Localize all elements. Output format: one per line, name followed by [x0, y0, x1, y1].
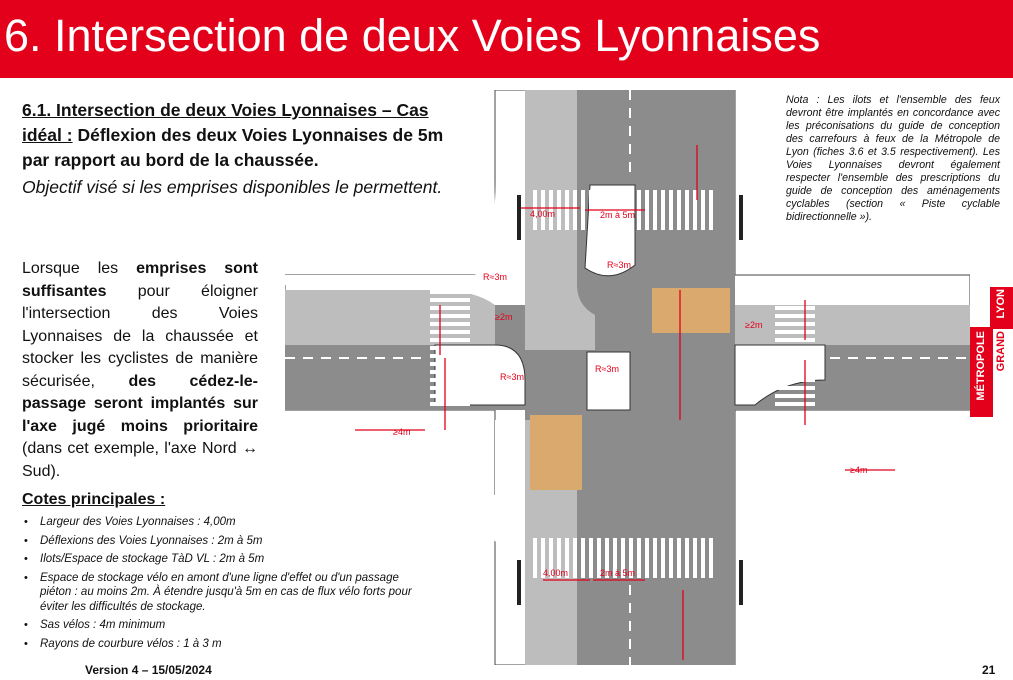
- dim-label-ge2-west: ≥2m: [495, 312, 512, 322]
- dim-label-ne-ge4: ≥4m: [393, 427, 410, 437]
- crosswalk-west: [430, 285, 470, 410]
- para-text-1: Lorsque les: [22, 260, 119, 277]
- traffic-signal: [739, 560, 743, 605]
- section-heading-underlined: 6.1. Intersection de deux Voies Lyonnais…: [22, 100, 429, 145]
- traffic-signal: [517, 195, 521, 240]
- list-item: Largeur des Voies Lyonnaises : 4,00m: [22, 515, 422, 530]
- title-bar: 6. Intersection de deux Voies Lyonnaises: [0, 0, 1013, 78]
- dim-label-north-2a5: 2m à 5m: [600, 210, 635, 220]
- section-objective: Objectif visé si les emprises disponible…: [22, 177, 443, 197]
- traffic-signal: [739, 195, 743, 240]
- dim-label-south-400: 4,00m: [543, 568, 568, 578]
- list-item: Ilots/Espace de stockage TàD VL : 2m à 5…: [22, 552, 422, 567]
- para-text-3: (dans cet exemple, l'axe Nord ↔ Sud).: [22, 440, 258, 480]
- dim-label-south-2a5: 2m à 5m: [600, 568, 635, 578]
- section-intro: 6.1. Intersection de deux Voies Lyonnais…: [22, 98, 470, 200]
- para-text-2: pour éloigner l'intersection des Voies L…: [22, 282, 258, 390]
- island-se: [586, 351, 631, 411]
- intersection-diagram: 4,00m 2m à 5m 4,00m 2m à 5m ≥4m ≥4m ≥2m …: [285, 90, 970, 665]
- sas-velo-east: [652, 288, 730, 333]
- footer-version: Version 4 – 15/05/2024: [85, 663, 212, 677]
- island-sw: [435, 420, 525, 580]
- para-bold-2: des cédez-le-passage seront implantés su…: [22, 372, 258, 435]
- section-heading-rest: Déflexion des deux Voies Lyonnaises de 5…: [22, 125, 444, 170]
- nota-text: Nota : Les ilots et l'ensemble des feux …: [786, 94, 1000, 223]
- logo-metropole-text: MÉTROPOLE: [975, 331, 987, 401]
- list-item: Déflexions des Voies Lyonnaises : 2m à 5…: [22, 534, 422, 549]
- dim-label-r3-c: R≈3m: [500, 372, 524, 382]
- crosswalk-south: [530, 538, 715, 578]
- island-nw: [285, 180, 525, 285]
- page-title: 6. Intersection de deux Voies Lyonnaises: [4, 10, 821, 61]
- dim-label-r3-a: R≈3m: [483, 272, 507, 282]
- sas-velo-south: [530, 415, 582, 490]
- crosswalk-east: [775, 285, 815, 410]
- para-bold-1: emprises sont suffisantes: [22, 260, 259, 300]
- body-paragraph: Lorsque les emprises sont suffisantes po…: [22, 258, 258, 483]
- dim-label-north-400: 4,00m: [530, 209, 555, 219]
- logo-block-lyon: [990, 287, 1013, 329]
- list-item: Sas vélos : 4m minimum: [22, 618, 422, 633]
- traffic-signal: [517, 560, 521, 605]
- cotes-list: Largeur des Voies Lyonnaises : 4,00m Déf…: [22, 515, 422, 655]
- list-item: Espace de stockage vélo en amont d'une l…: [22, 571, 422, 615]
- dim-label-east-ge4: ≥4m: [850, 465, 867, 475]
- logo-grand-text: GRAND: [995, 331, 1007, 372]
- page-number: 21: [982, 663, 996, 677]
- section-heading: 6.1. Intersection de deux Voies Lyonnais…: [22, 98, 470, 173]
- dim-label-r3-b: R≈3m: [607, 260, 631, 270]
- cotes-title: Cotes principales :: [22, 491, 166, 508]
- dim-label-ge2-east: ≥2m: [745, 320, 762, 330]
- logo-block-metropole: [970, 327, 993, 417]
- dim-label-r3-d: R≈3m: [595, 364, 619, 374]
- cycle-lane-east: [735, 305, 970, 345]
- logo-lyon-text: LYON: [995, 289, 1007, 319]
- list-item: Rayons de courbure vélos : 1 à 3 m: [22, 637, 422, 652]
